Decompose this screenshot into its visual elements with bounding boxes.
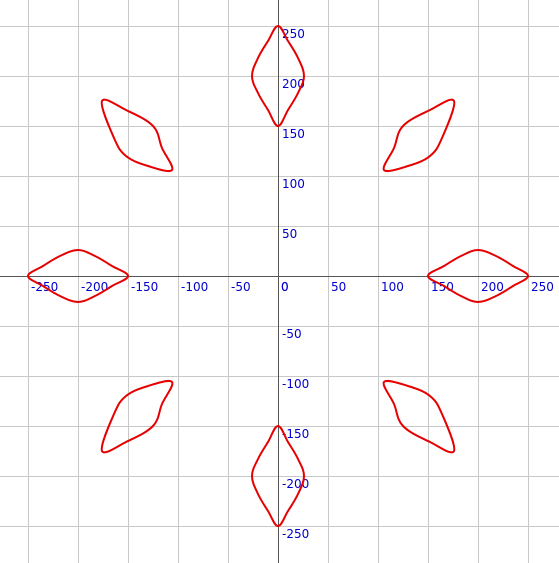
x-tick-label: 100 [381, 280, 404, 294]
y-tick-label: 200 [282, 77, 305, 91]
curve-shape-2 [251, 425, 305, 527]
x-tick-label: 250 [531, 280, 554, 294]
y-tick-label: 100 [282, 177, 305, 191]
y-tick-label: -250 [282, 527, 309, 541]
curve-shape-7 [100, 379, 174, 454]
y-tick-label: -200 [282, 477, 309, 491]
x-tick-label: 150 [431, 280, 454, 294]
y-tick-label: 250 [282, 27, 305, 41]
x-tick-label: 50 [331, 280, 346, 294]
y-tick-label: 150 [282, 127, 305, 141]
curves [27, 25, 529, 527]
curve-shape-5 [100, 98, 174, 173]
curve-shape-1 [251, 25, 305, 127]
curve-shape-3 [27, 249, 129, 303]
curve-shape-6 [382, 98, 456, 173]
origin-tick-label: 0 [281, 280, 289, 294]
x-tick-label: -100 [181, 280, 208, 294]
curve-shape-4 [427, 249, 529, 303]
x-tick-label: 0 [281, 280, 289, 294]
y-tick-label: 50 [282, 227, 297, 241]
x-tick-label: 200 [481, 280, 504, 294]
y-tick-label: -150 [282, 427, 309, 441]
x-tick-label: -50 [231, 280, 251, 294]
x-tick-label: -200 [81, 280, 108, 294]
curve-shape-8 [382, 379, 456, 454]
y-tick-label: -50 [282, 327, 302, 341]
x-tick-label: -150 [131, 280, 158, 294]
y-tick-label: -100 [282, 377, 309, 391]
